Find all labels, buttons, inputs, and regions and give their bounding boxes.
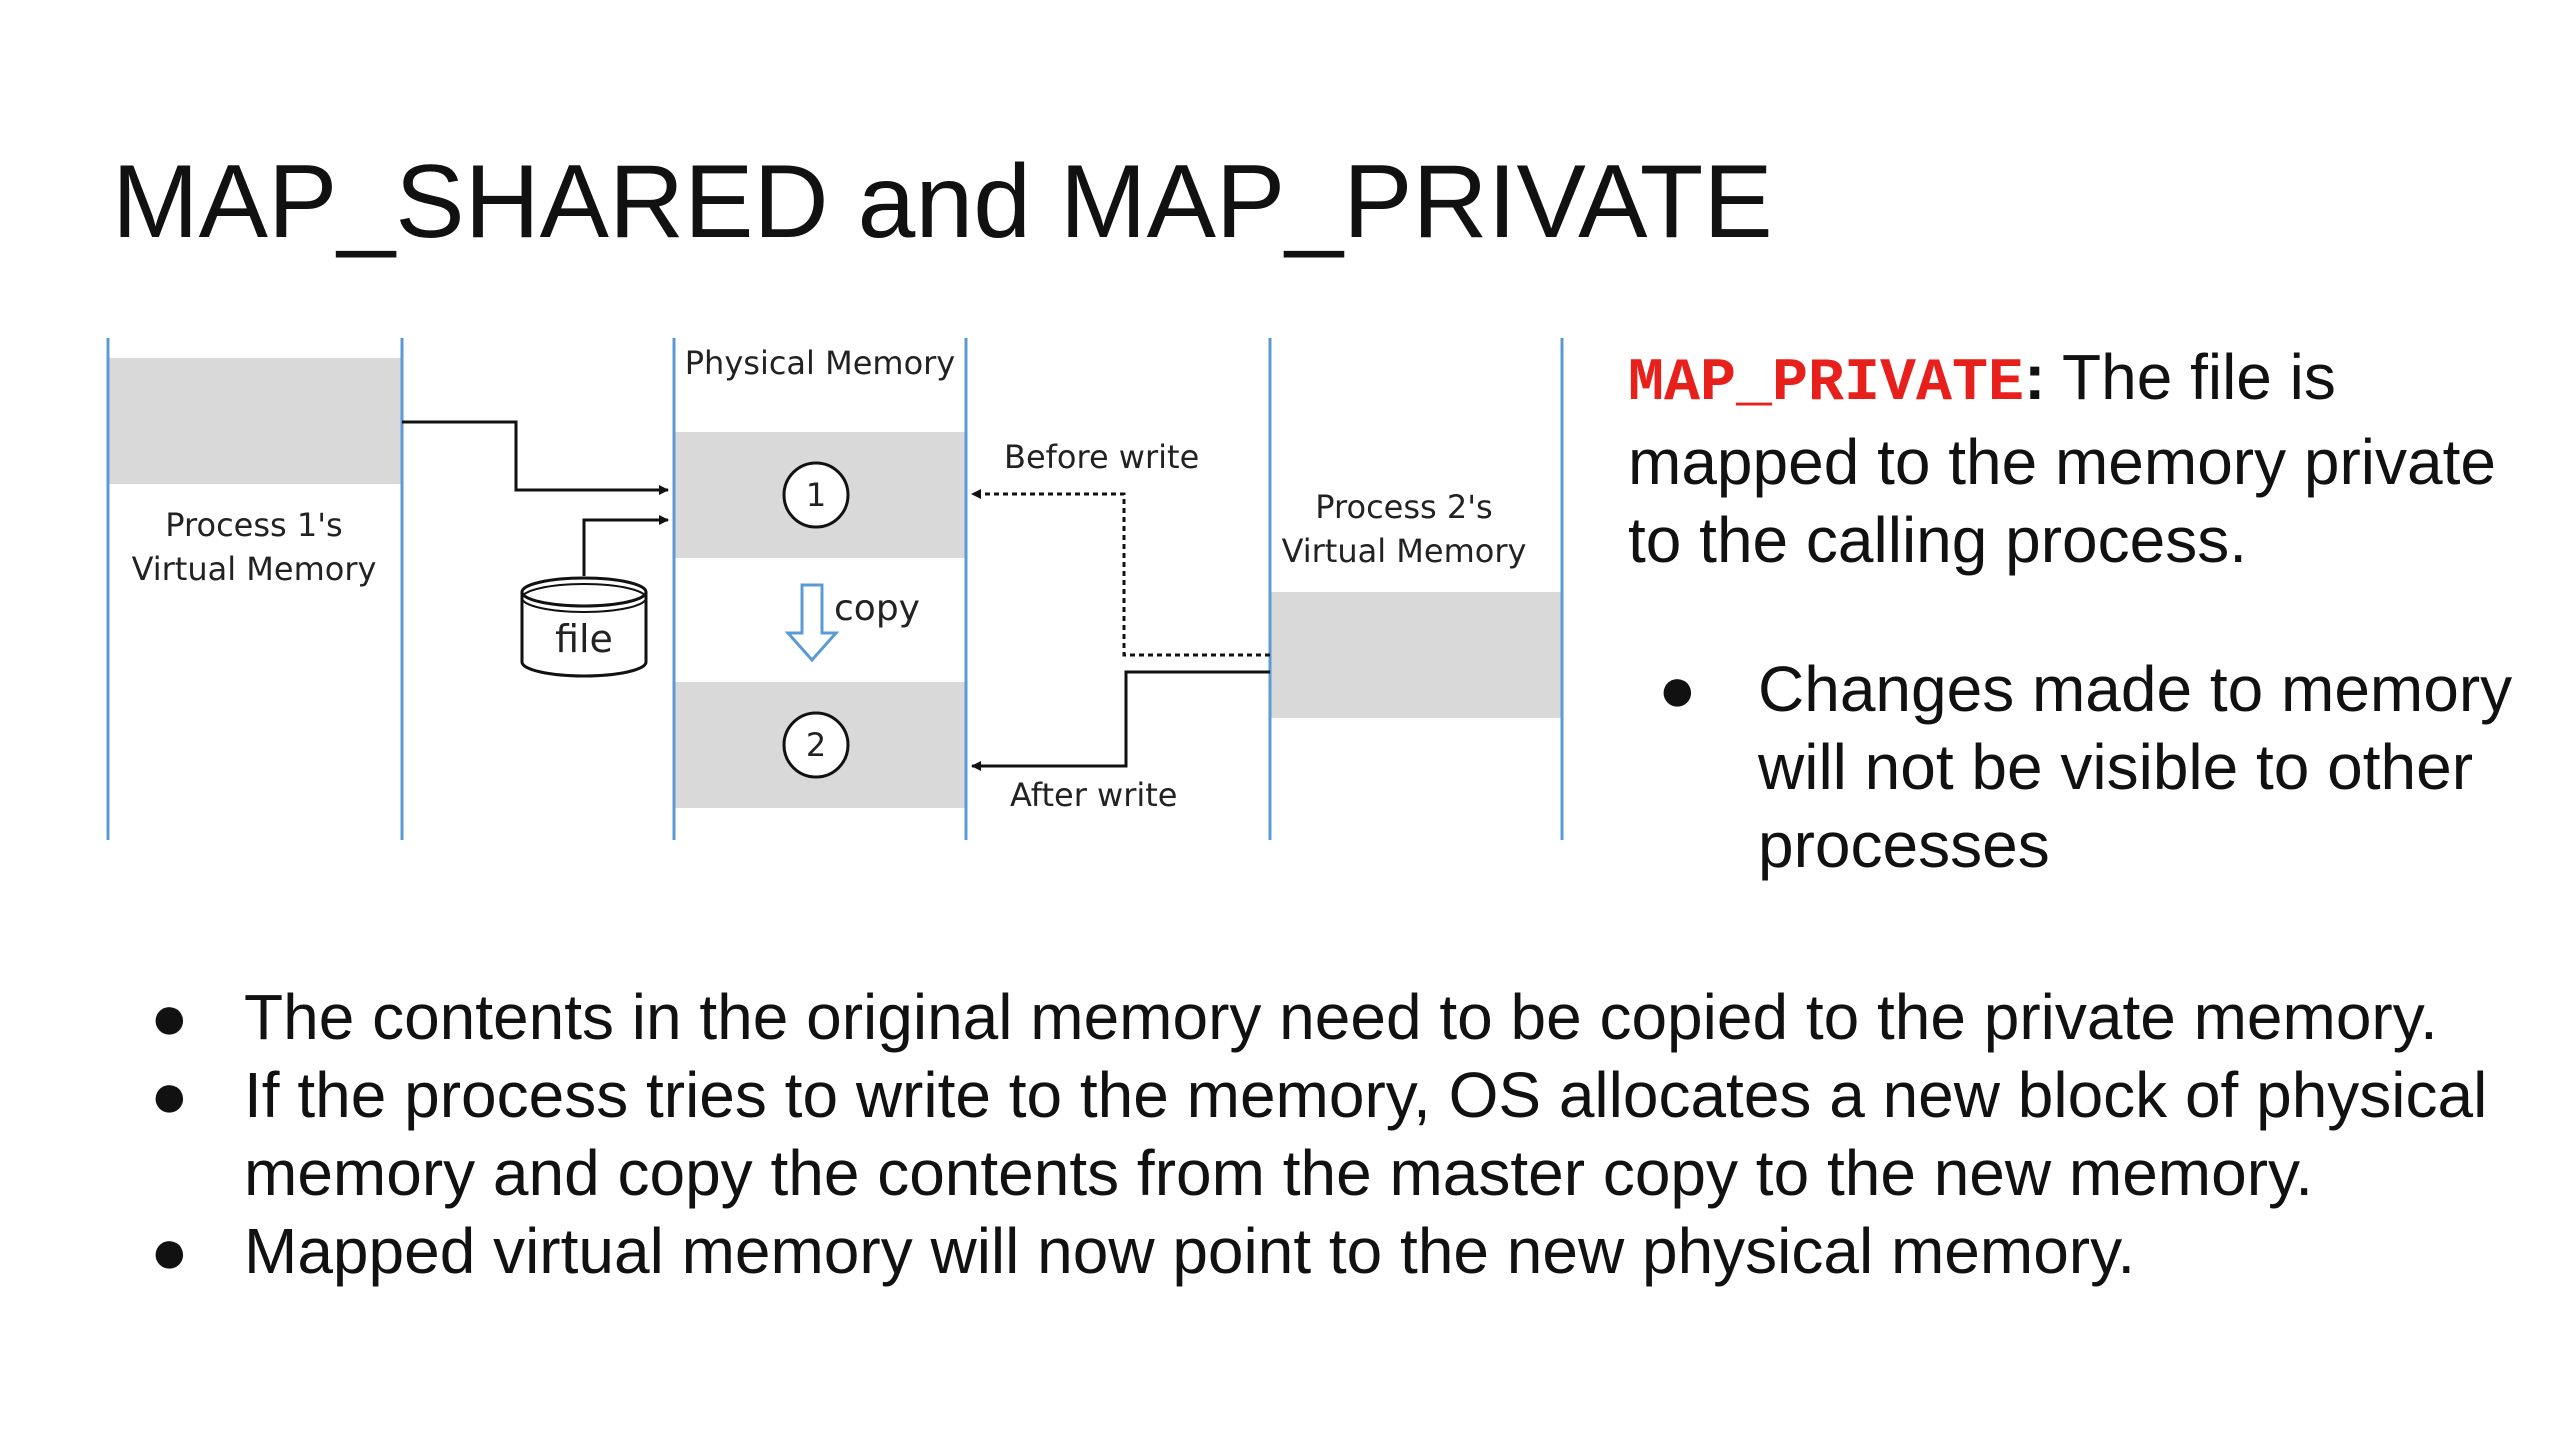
map-private-explanation: MAP_PRIVATE: The file is mapped to the m… <box>1628 338 2528 881</box>
bullet-dot-icon: ● <box>150 1215 189 1287</box>
side-bullet-item: ● Changes made to memory will not be visi… <box>1628 650 2528 884</box>
block1-circle <box>782 461 850 529</box>
bullet-dot-icon: ● <box>1658 653 1697 725</box>
diagram-canvas: Process 1's Virtual Memory Physical Memo… <box>106 338 1564 840</box>
slide-title: MAP_SHARED and MAP_PRIVATE <box>112 144 1773 260</box>
file-label: file <box>555 617 613 661</box>
bottom-bullet-list: ● The contents in the original memory nee… <box>150 978 2500 1290</box>
bottom-bullet-item: ● The contents in the original memory nee… <box>150 978 2500 1056</box>
after-write-arrow <box>971 670 1270 771</box>
process1-to-block1-arrow <box>402 420 669 495</box>
map-private-description: The file is mapped to the memory private… <box>1628 341 2496 576</box>
process1-memory-block <box>108 358 402 484</box>
bullet-dot-icon: ● <box>150 981 189 1053</box>
process1-label-line1: Process 1's <box>165 506 342 544</box>
process2-label-line2: Virtual Memory <box>1282 532 1527 570</box>
physical-memory-label: Physical Memory <box>685 344 955 382</box>
term-colon: : <box>2024 341 2046 413</box>
process2-label-line1: Process 2's <box>1315 488 1492 526</box>
copy-label: copy <box>834 588 920 629</box>
bottom-bullet-text: The contents in the original memory need… <box>244 981 2438 1053</box>
map-private-definition: MAP_PRIVATE: The file is mapped to the m… <box>1628 338 2528 579</box>
side-bullet-text: Changes made to memory will not be visib… <box>1758 653 2513 881</box>
copy-down-arrow-icon <box>784 583 840 663</box>
map-private-term: MAP_PRIVATE <box>1628 350 2025 418</box>
block1-number: 1 <box>806 476 826 514</box>
side-bullet-list: ● Changes made to memory will not be visi… <box>1628 650 2528 884</box>
bottom-bullet-item: ● If the process tries to write to the me… <box>150 1056 2500 1212</box>
before-write-label: Before write <box>1004 438 1199 476</box>
bottom-bullet-item: ● Mapped virtual memory will now point to… <box>150 1212 2500 1290</box>
process2-memory-block <box>1270 592 1562 718</box>
file-cylinder-icon <box>520 576 648 678</box>
process1-label-line2: Virtual Memory <box>132 550 377 588</box>
memory-mapping-diagram: Process 1's Virtual Memory Physical Memo… <box>98 330 1564 848</box>
block2-number: 2 <box>806 726 826 764</box>
after-write-label: After write <box>1010 776 1177 814</box>
bottom-bullet-text: If the process tries to write to the mem… <box>244 1059 2488 1209</box>
bottom-bullet-text: Mapped virtual memory will now point to … <box>244 1215 2136 1287</box>
file-to-block1-arrow <box>582 515 669 576</box>
block2-circle <box>782 711 850 779</box>
before-write-arrow <box>971 489 1270 657</box>
bullet-dot-icon: ● <box>150 1059 189 1131</box>
